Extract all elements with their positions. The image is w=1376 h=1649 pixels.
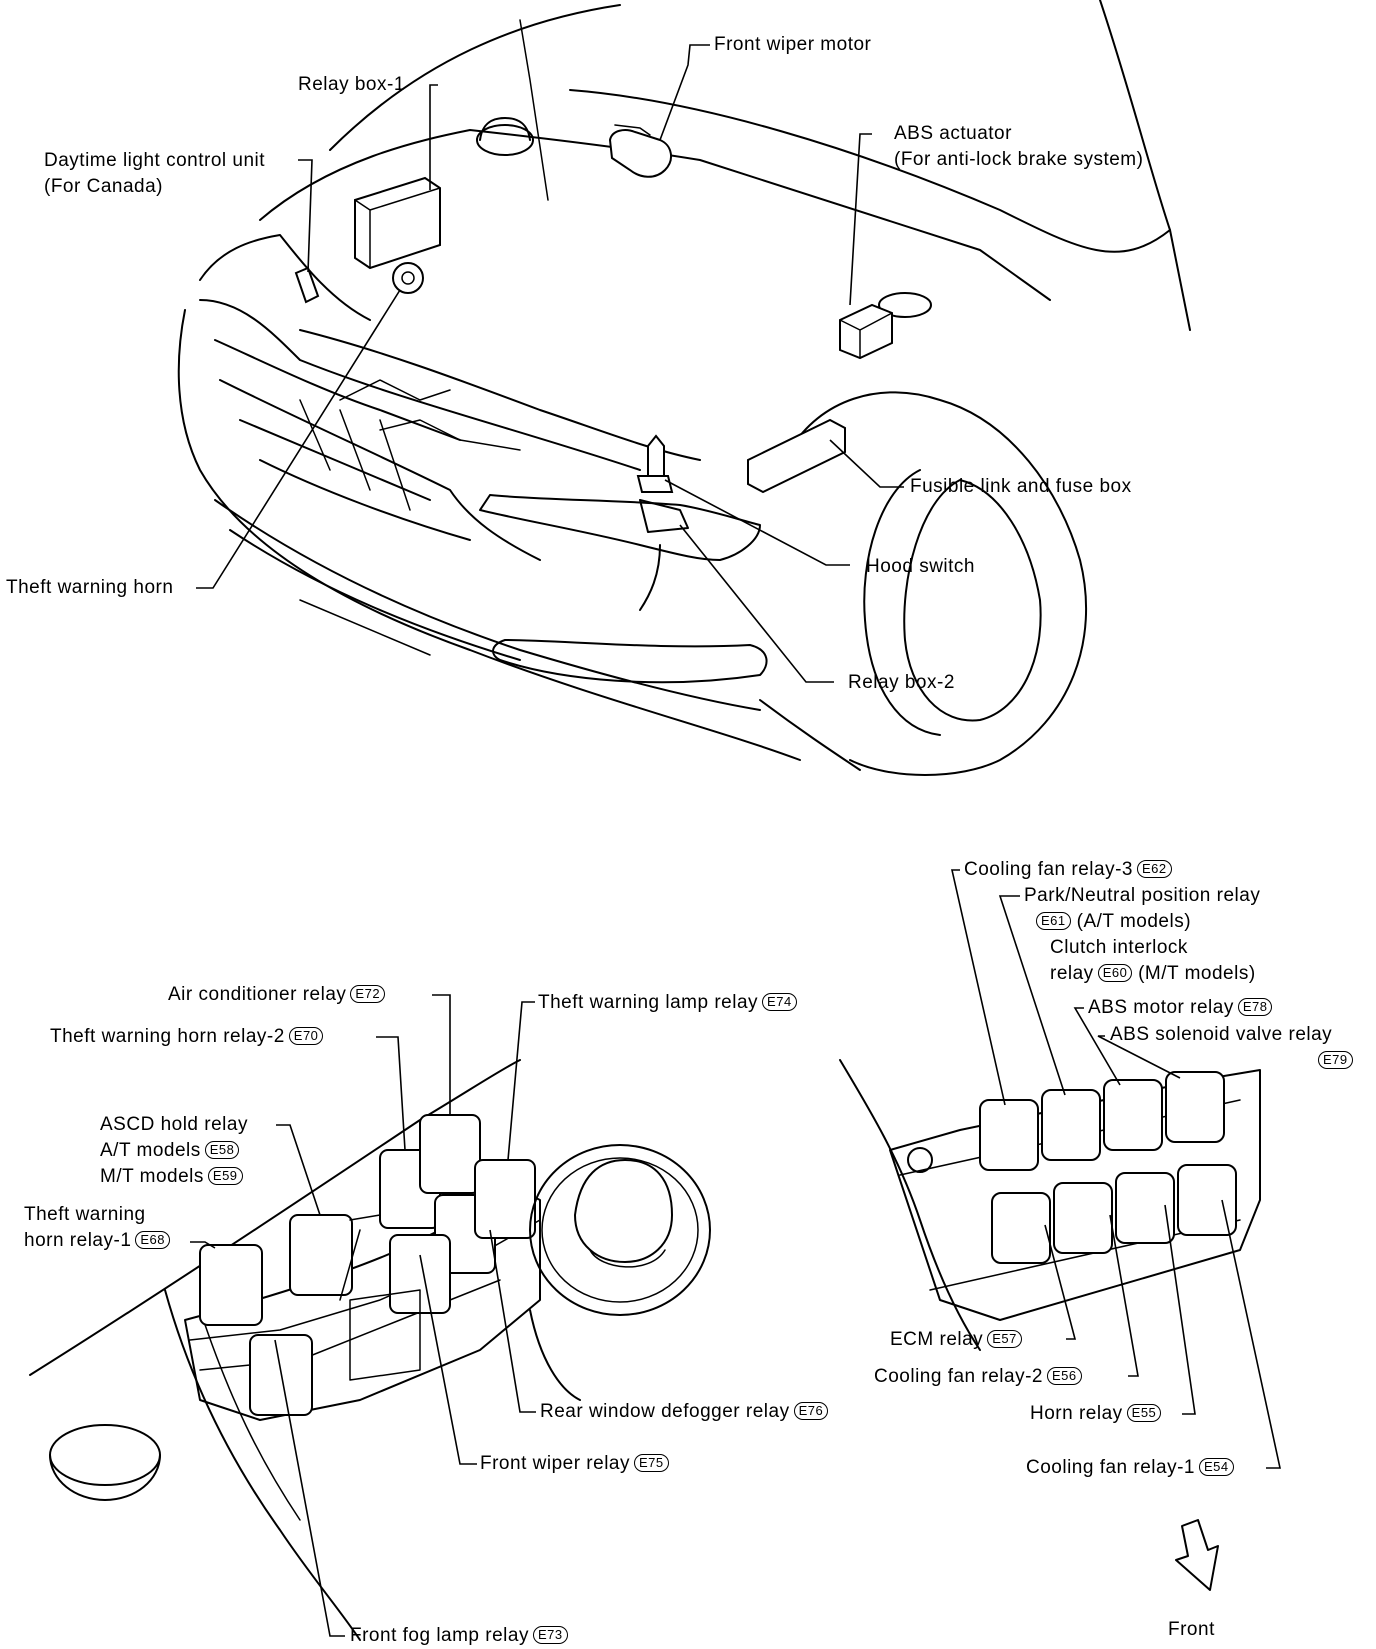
- right-relay-box-illustration: [839, 1059, 1261, 1351]
- label-ascd-hold-relay: ASCD hold relay: [100, 1114, 248, 1135]
- connector-code: E73: [532, 1626, 568, 1644]
- label-abs-solenoid-valve-relay: ABS solenoid valve relay: [1110, 1024, 1333, 1045]
- connector-code: E55: [1126, 1404, 1162, 1422]
- label-daytime-light-for-canada: (For Canada): [44, 176, 163, 197]
- label-front-direction: Front: [1168, 1619, 1215, 1640]
- label-clutch-interlock: Clutch interlock: [1050, 937, 1188, 958]
- top-leader-lines: [196, 44, 904, 683]
- right-leader-lines: [950, 869, 1281, 1469]
- connector-code: E62: [1136, 860, 1172, 878]
- label-front-wiper-motor: Front wiper motor: [714, 34, 872, 55]
- label-relay-box-2: Relay box-2: [848, 672, 955, 693]
- label-daytime-light-control-unit: Daytime light control unit: [44, 150, 266, 171]
- connector-code: E70: [288, 1027, 324, 1045]
- connector-code: E72: [350, 985, 386, 1003]
- connector-code: E79: [1318, 1051, 1353, 1069]
- connector-code: E56: [1046, 1367, 1082, 1385]
- label-abs-solenoid-valve-relay-code: E79: [1318, 1048, 1353, 1074]
- connector-code: E60: [1097, 964, 1133, 982]
- connector-code: E76: [793, 1402, 829, 1420]
- connector-code: E57: [987, 1330, 1022, 1348]
- connector-code: E78: [1237, 998, 1273, 1016]
- left-leader-lines: [190, 994, 536, 1637]
- label-fusible-link-and-fuse-box: Fusible link and fuse box: [910, 476, 1132, 497]
- connector-code: E74: [762, 993, 797, 1011]
- front-direction-arrow-icon: [1175, 1519, 1219, 1591]
- connector-code: E61: [1036, 912, 1071, 930]
- label-theft-warning-horn-relay-1-line1: Theft warning: [24, 1204, 146, 1225]
- left-relay-box-illustration: [29, 1059, 711, 1641]
- connector-code: E58: [204, 1141, 240, 1159]
- connector-code: E68: [135, 1231, 171, 1249]
- connector-code: E54: [1198, 1458, 1234, 1476]
- label-hood-switch: Hood switch: [866, 556, 975, 577]
- connector-code: E75: [634, 1454, 669, 1472]
- label-park-neutral-at-models: E61(A/T models): [1036, 909, 1191, 935]
- label-abs-actuator-note: (For anti-lock brake system): [894, 149, 1144, 170]
- label-relay-box-1: Relay box-1: [298, 74, 405, 95]
- label-park-neutral-position-relay: Park/Neutral position relay: [1024, 885, 1261, 906]
- label-abs-actuator: ABS actuator: [894, 123, 1012, 144]
- connector-code: E59: [207, 1167, 243, 1185]
- label-theft-warning-horn: Theft warning horn: [6, 577, 174, 598]
- car-illustration: [177, 0, 1191, 776]
